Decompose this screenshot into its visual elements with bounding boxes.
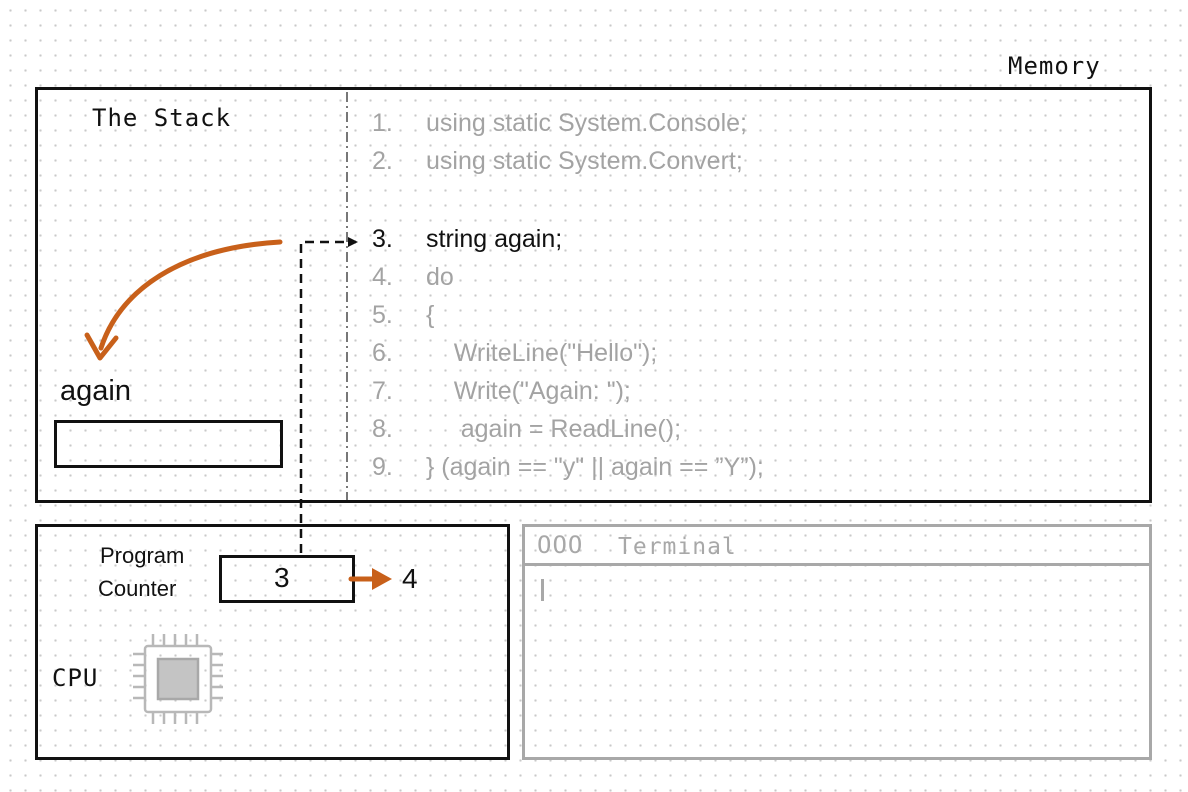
text-cursor-icon xyxy=(541,579,544,601)
cpu-chip-icon xyxy=(133,634,223,724)
line-number: 4. xyxy=(372,263,393,291)
program-counter-label: Counter xyxy=(98,576,177,601)
allocation-arrow-head xyxy=(84,332,119,361)
allocation-arrow xyxy=(98,239,283,351)
terminal-title: Terminal xyxy=(618,534,737,560)
line-number: 3. xyxy=(372,225,393,253)
variable-slot xyxy=(54,420,283,468)
line-number: 2. xyxy=(372,147,393,175)
line-text: string again; xyxy=(426,225,563,253)
cpu-panel xyxy=(35,524,510,760)
line-number: 7. xyxy=(372,377,393,405)
cpu-label: CPU xyxy=(52,664,99,692)
line-text: using static System.Convert; xyxy=(426,147,743,175)
program-counter-label: Program xyxy=(100,543,185,568)
line-text: Write("Again: "); xyxy=(426,377,631,405)
line-text: } (again == "y" || again == ”Y”); xyxy=(426,453,764,481)
memory-panel xyxy=(35,87,1152,503)
program-counter-pointer xyxy=(299,237,358,553)
program-counter-next-value: 4 xyxy=(402,563,418,594)
line-text: { xyxy=(426,301,435,329)
stack-title: The Stack xyxy=(92,104,232,132)
line-text: WriteLine("Hello"); xyxy=(426,339,658,367)
memory-label: Memory xyxy=(1008,52,1101,80)
window-controls-icon: OOO xyxy=(537,531,584,559)
line-number: 9. xyxy=(372,453,393,481)
line-number: 6. xyxy=(372,339,393,367)
line-number: 5. xyxy=(372,301,393,329)
line-text: do xyxy=(426,263,454,291)
line-number: 1. xyxy=(372,109,393,137)
line-text: using static System.Console; xyxy=(426,109,747,137)
line-text: again = ReadLine(); xyxy=(426,415,682,443)
program-counter-value: 3 xyxy=(274,562,290,593)
line-number: 8. xyxy=(372,415,393,443)
terminal-title-bar xyxy=(522,524,1152,566)
variable-name: again xyxy=(60,375,131,407)
terminal-window xyxy=(522,524,1152,760)
increment-arrow-head xyxy=(372,568,392,590)
